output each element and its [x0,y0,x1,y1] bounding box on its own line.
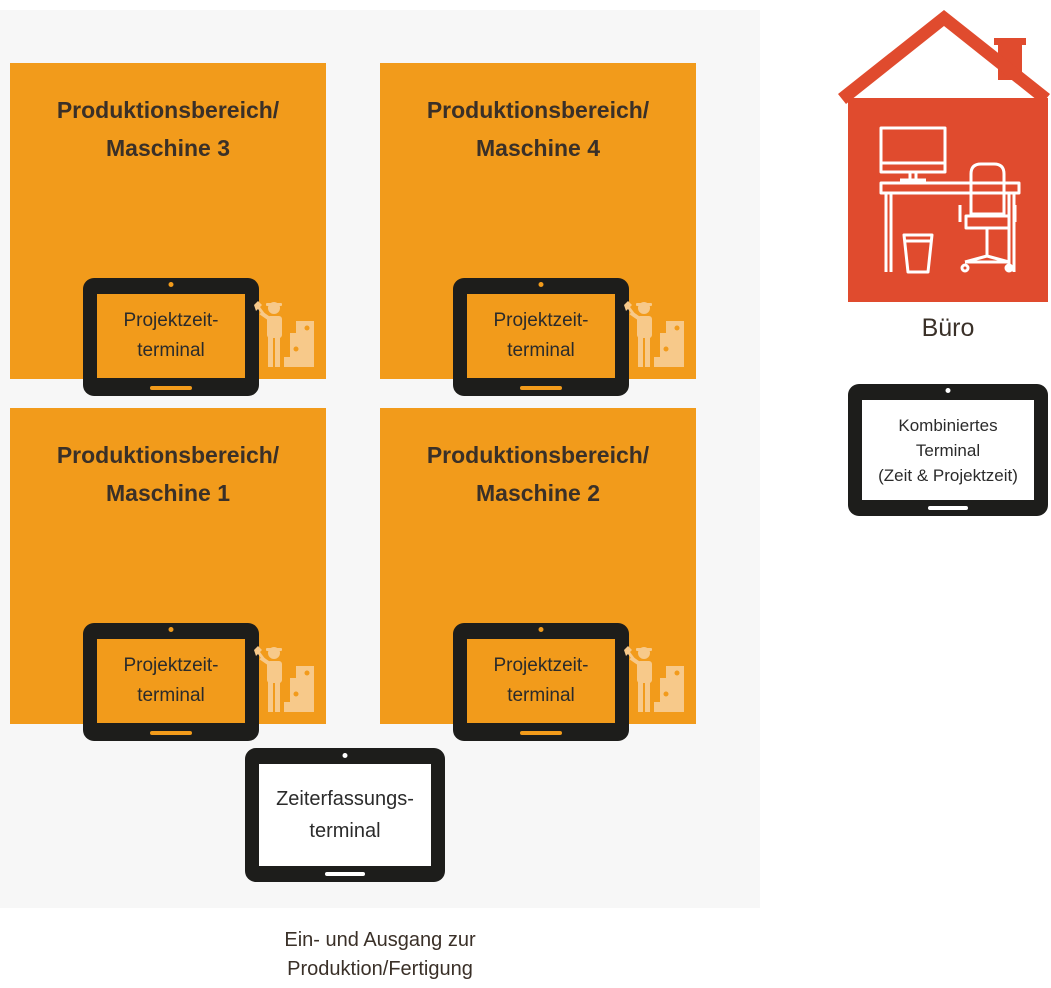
zone-title-line2: Maschine 2 [476,480,600,506]
zone-title-line1: Produktionsbereich/ [56,97,280,123]
terminal-label-line2: terminal [507,685,575,706]
tablet-camera [168,627,174,632]
desk-icon [879,126,1021,274]
monitor-icon [879,126,947,182]
tablet-screen: Projektzeit- terminal [467,294,615,378]
time-recording-terminal: Zeiterfassungs- terminal [245,748,445,882]
machine-icon [284,666,314,712]
tablet-home-bar [150,386,192,390]
zone-machine-3: Produktionsbereich/ Maschine 3 Projektze… [10,63,326,396]
house-body [848,98,1048,302]
zone-title-line1: Produktionsbereich/ [56,442,280,468]
zone-title: Produktionsbereich/ Maschine 2 [380,436,696,512]
terminal-label-line1: Projektzeit- [493,655,589,676]
worker-icon [624,301,652,367]
zone-title-line2: Maschine 4 [476,135,600,161]
zone-title-line1: Produktionsbereich/ [426,97,650,123]
zone-title: Produktionsbereich/ Maschine 1 [10,436,326,512]
zone-title: Produktionsbereich/ Maschine 4 [380,91,696,167]
combined-terminal: Kombiniertes Terminal (Zeit & Projektzei… [848,384,1048,516]
production-hall: Produktionsbereich/ Maschine 3 Projektze… [0,10,760,908]
zone-title-line2: Maschine 3 [106,135,230,161]
entrance-label-line2: Produktion/Fertigung [287,958,473,980]
zone-title: Produktionsbereich/ Maschine 3 [10,91,326,167]
zone-machine-2: Produktionsbereich/ Maschine 2 Projektze… [380,408,696,741]
tablet-camera [945,388,951,393]
terminal-label-line1: Kombiniertes [898,415,998,435]
terminal-label-line1: Projektzeit- [123,310,219,331]
house-icon [838,10,1050,302]
worker-with-machine-icon [624,646,684,712]
worker-icon [624,646,652,712]
terminal-label-line2: terminal [137,685,205,706]
terminal-label-line1: Projektzeit- [493,310,589,331]
project-time-terminal: Projektzeit- terminal [453,623,629,741]
zone-machine-1: Produktionsbereich/ Maschine 1 Projektze… [10,408,326,741]
house-roof [838,10,1050,104]
wastebasket-icon [902,233,934,274]
machine-icon [654,321,684,367]
worker-with-machine-icon [624,301,684,367]
tablet-home-bar [520,731,562,735]
tablet-camera [538,282,544,287]
zone-machine-4: Produktionsbereich/ Maschine 4 Projektze… [380,63,696,396]
entrance-label-line1: Ein- und Ausgang zur [284,929,476,951]
terminal-label-line3: (Zeit & Projektzeit) [878,465,1018,485]
office-chair-icon [958,162,1017,273]
project-time-terminal: Projektzeit- terminal [83,278,259,396]
tablet-screen: Projektzeit- terminal [97,294,245,378]
terminal-label-line2: Terminal [915,440,981,460]
tablet-home-bar [520,386,562,390]
tablet-home-bar [928,506,968,510]
machine-icon [284,321,314,367]
tablet-screen: Zeiterfassungs- terminal [259,764,431,866]
tablet-screen: Kombiniertes Terminal (Zeit & Projektzei… [862,400,1034,500]
project-time-terminal: Projektzeit- terminal [453,278,629,396]
terminal-label-line2: terminal [309,820,381,842]
tablet-screen: Projektzeit- terminal [97,639,245,723]
worker-icon [254,301,282,367]
project-time-terminal: Projektzeit- terminal [83,623,259,741]
worker-with-machine-icon [254,646,314,712]
worker-icon [254,646,282,712]
tablet-home-bar [325,872,365,876]
entrance-label: Ein- und Ausgang zur Produktion/Fertigun… [0,926,760,984]
tablet-home-bar [150,731,192,735]
office-label: Büro [921,314,975,342]
tablet-camera [342,753,348,758]
terminal-label-line2: terminal [507,340,575,361]
zone-title-line2: Maschine 1 [106,480,230,506]
worker-with-machine-icon [254,301,314,367]
terminal-label-line1: Projektzeit- [123,655,219,676]
machine-icon [654,666,684,712]
tablet-camera [168,282,174,287]
terminal-label-line2: terminal [137,340,205,361]
tablet-screen: Projektzeit- terminal [467,639,615,723]
tablet-camera [538,627,544,632]
zone-title-line1: Produktionsbereich/ [426,442,650,468]
terminal-label-line1: Zeiterfassungs- [276,788,414,810]
